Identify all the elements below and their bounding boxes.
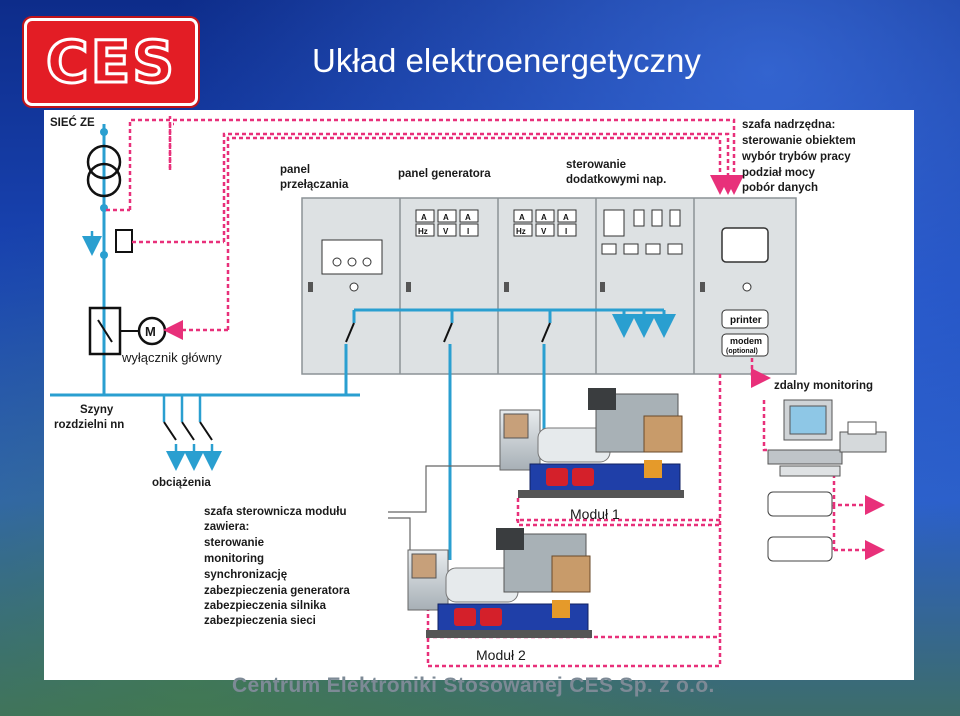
remote-monitoring-label: zdalny monitoring	[774, 380, 873, 392]
svg-text:pobór danych: pobór danych	[742, 182, 818, 194]
svg-text:I: I	[467, 227, 469, 236]
generator-panel-2-meters: A A A Hz V I	[513, 209, 577, 237]
cabinet-row: A A A Hz V I A A A Hz V I	[301, 197, 797, 375]
svg-text:(optional): (optional)	[726, 348, 758, 355]
grid-label: SIEĆ ZE	[50, 116, 95, 129]
svg-text:A: A	[465, 213, 471, 222]
svg-text:monitoring: monitoring	[204, 553, 264, 565]
loads-label: obciążenia	[152, 477, 211, 489]
module-1-label: Moduł 1	[570, 506, 620, 522]
generator-panel-label: panel generatora	[398, 168, 491, 180]
svg-text:Hz: Hz	[516, 227, 526, 236]
grid-connection: SIEĆ ZE M wyłącznik główny Szyny rozdzie…	[50, 116, 360, 489]
generator-panel-1-meters: A A A Hz V I	[415, 209, 479, 237]
current-transformer-icon	[82, 229, 133, 256]
switching-panel-label-2: przełączania	[280, 179, 349, 191]
svg-text:szafa sterownicza modułu: szafa sterownicza modułu	[204, 506, 347, 518]
svg-text:wybór trybów pracy: wybór trybów pracy	[741, 151, 851, 163]
busbar-label-1: Szyny	[80, 404, 114, 416]
remote-terminal-1	[767, 491, 833, 517]
aux-panel-label-1: sterowanie	[566, 159, 626, 171]
aux-panel-label-2: dodatkowymi nap.	[566, 174, 666, 186]
svg-text:V: V	[541, 227, 547, 236]
svg-text:printer: printer	[730, 315, 762, 326]
svg-text:podział mocy: podział mocy	[742, 167, 815, 179]
svg-text:A: A	[421, 213, 427, 222]
svg-text:M: M	[145, 324, 156, 339]
master-cabinet-screen	[721, 227, 769, 263]
module-2-label: Moduł 2	[476, 647, 526, 663]
busbar-label-2: rozdzielni nn	[54, 419, 124, 431]
svg-text:Hz: Hz	[418, 227, 428, 236]
svg-text:synchronizację: synchronizację	[204, 569, 287, 581]
svg-text:sterowanie: sterowanie	[204, 537, 264, 549]
svg-text:A: A	[519, 213, 525, 222]
slide-title: Układ elektroenergetyczny	[312, 42, 701, 79]
footer-company: Centrum Elektroniki Stosowanej CES Sp. z…	[232, 674, 715, 697]
generator-module-2	[407, 528, 592, 638]
ces-logo: CES	[24, 18, 198, 106]
modem-button: modem (optional)	[721, 333, 769, 357]
svg-text:A: A	[541, 213, 547, 222]
diagram-panel: SIEĆ ZE M wyłącznik główny Szyny rozdzie…	[44, 110, 914, 680]
svg-text:modem: modem	[730, 336, 762, 346]
svg-text:V: V	[443, 227, 449, 236]
switching-panel-label-1: panel	[280, 164, 310, 176]
svg-text:szafa nadrzędna:: szafa nadrzędna:	[742, 119, 835, 131]
module-signal-loops	[426, 498, 722, 668]
printer-icon	[839, 421, 887, 453]
master-cabinet-label: szafa nadrzędna: sterowanie obiektem wyb…	[741, 119, 856, 194]
printer-button: printer	[721, 309, 769, 329]
load-feeders	[162, 395, 222, 471]
signal-lines-top	[106, 116, 744, 340]
remote-terminal-2	[767, 536, 833, 562]
logo-text: CES	[45, 27, 176, 98]
motor-icon: M	[137, 316, 167, 346]
computer-icon	[767, 399, 843, 477]
main-switch-label: wyłącznik główny	[121, 350, 222, 365]
svg-text:I: I	[565, 227, 567, 236]
svg-text:zabezpieczenia silnika: zabezpieczenia silnika	[204, 600, 327, 612]
transformer-icon	[86, 144, 122, 198]
generator-bus	[344, 308, 676, 560]
svg-text:zawiera:: zawiera:	[204, 521, 249, 533]
svg-text:zabezpieczenia sieci: zabezpieczenia sieci	[204, 615, 316, 627]
svg-text:zabezpieczenia generatora: zabezpieczenia generatora	[204, 585, 350, 597]
power-system-diagram: SIEĆ ZE M wyłącznik główny Szyny rozdzie…	[50, 116, 887, 668]
generator-module-1	[499, 388, 684, 498]
module-cabinet-description: szafa sterownicza modułu zawiera: sterow…	[204, 465, 500, 627]
svg-text:sterowanie obiektem: sterowanie obiektem	[742, 135, 856, 147]
svg-text:A: A	[443, 213, 449, 222]
switching-panel-display	[321, 239, 383, 275]
svg-text:A: A	[563, 213, 569, 222]
